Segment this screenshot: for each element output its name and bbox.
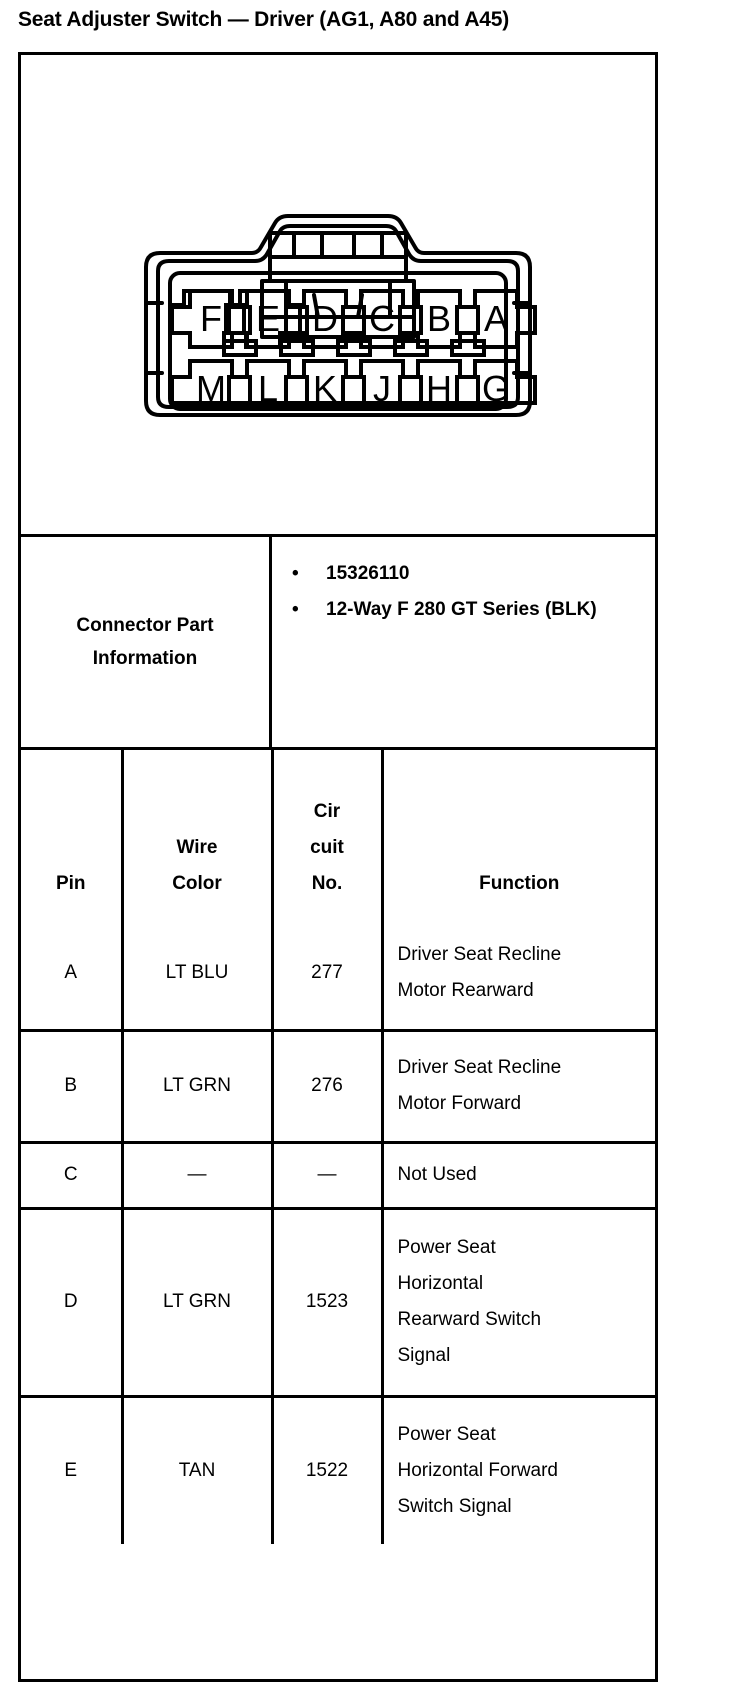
page-title: Seat Adjuster Switch — Driver (AG1, A80 … — [18, 8, 510, 31]
bullet-icon: • — [292, 598, 299, 620]
list-item: • 15326110 — [282, 561, 649, 587]
column-header-circuit-no: Cir cuit No. — [272, 750, 384, 918]
cell-function: Driver Seat Recline Motor Forward — [382, 1030, 655, 1144]
cavity-label-G: G — [482, 368, 510, 409]
cell-circuit-no: 1522 — [272, 1396, 384, 1544]
cell-wire-color: TAN — [122, 1396, 274, 1544]
connector-part-number: 15326110 — [326, 563, 410, 584]
cell-pin: E — [21, 1396, 124, 1544]
list-item: • 12-Way F 280 GT Series (BLK) — [282, 597, 649, 623]
cavity-label-E: E — [256, 298, 280, 339]
table-header-row: Pin Wire Color Cir cuit No. Function — [21, 750, 655, 918]
cell-function: Power Seat Horizontal Rearward Switch Si… — [382, 1208, 655, 1398]
connector-info-frame: F E D C B A M L K J H G — [18, 52, 658, 1682]
table-row: B LT GRN 276 Driver Seat Recline Motor F… — [21, 1030, 655, 1144]
cavity-label-C: C — [369, 298, 395, 339]
cell-circuit-no: 277 — [272, 918, 384, 1032]
cavity-label-L: L — [258, 368, 278, 409]
column-header-function: Function — [479, 872, 560, 894]
cell-pin: C — [21, 1142, 124, 1210]
cell-wire-color: LT BLU — [122, 918, 274, 1032]
column-header-pin: Pin — [21, 750, 124, 918]
table-row: C — — Not Used — [21, 1142, 655, 1210]
cell-circuit-no: — — [272, 1142, 384, 1210]
table-row: A LT BLU 277 Driver Seat Recline Motor R… — [21, 918, 655, 1032]
cell-function: Not Used — [382, 1142, 655, 1210]
connector-part-description: 12-Way F 280 GT Series (BLK) — [326, 598, 597, 620]
cell-wire-color: LT GRN — [122, 1208, 274, 1398]
column-header-wire-color: Wire Color — [122, 750, 274, 918]
cavity-label-J: J — [373, 368, 391, 409]
cell-circuit-no: 276 — [272, 1030, 384, 1144]
table-row: D LT GRN 1523 Power Seat Horizontal Rear… — [21, 1208, 655, 1398]
cavity-label-D: D — [312, 298, 338, 339]
bullet-icon: • — [292, 563, 299, 584]
connector-part-bullet-list: • 15326110 • 12-Way F 280 GT Series (BLK… — [282, 561, 649, 622]
cavity-label-B: B — [427, 298, 451, 339]
connector-part-information-label: Connector Part Information — [21, 537, 272, 747]
cell-wire-color: LT GRN — [122, 1030, 274, 1144]
pinout-table-header: Pin Wire Color Cir cuit No. Function — [21, 750, 655, 918]
cell-function: Power Seat Horizontal Forward Switch Sig… — [397, 1423, 559, 1517]
cavity-label-H: H — [426, 368, 452, 409]
cell-pin: A — [21, 918, 124, 1032]
cavity-label-K: K — [313, 368, 337, 409]
cell-circuit-no: 1523 — [272, 1208, 384, 1398]
pinout-table-body: A LT BLU 277 Driver Seat Recline Motor R… — [21, 918, 655, 1544]
connector-part-information-value: • 15326110 • 12-Way F 280 GT Series (BLK… — [272, 537, 655, 747]
cavity-label-M: M — [196, 368, 226, 409]
cavity-label-F: F — [200, 298, 222, 339]
cavity-label-A: A — [484, 298, 508, 339]
connector-part-information-row: Connector Part Information • 15326110 • … — [21, 537, 655, 750]
cell-pin: D — [21, 1208, 124, 1398]
table-row: E TAN 1522 Power Seat Horizontal Forward… — [21, 1396, 655, 1544]
connector-diagram-cell: F E D C B A M L K J H G — [21, 55, 655, 537]
pinout-table: Pin Wire Color Cir cuit No. Function — [21, 750, 655, 1544]
connector-face-view-illustration: F E D C B A M L K J H G — [118, 145, 558, 445]
cell-function: Driver Seat Recline Motor Rearward — [382, 918, 655, 1032]
cell-pin: B — [21, 1030, 124, 1144]
cell-wire-color: — — [122, 1142, 274, 1210]
